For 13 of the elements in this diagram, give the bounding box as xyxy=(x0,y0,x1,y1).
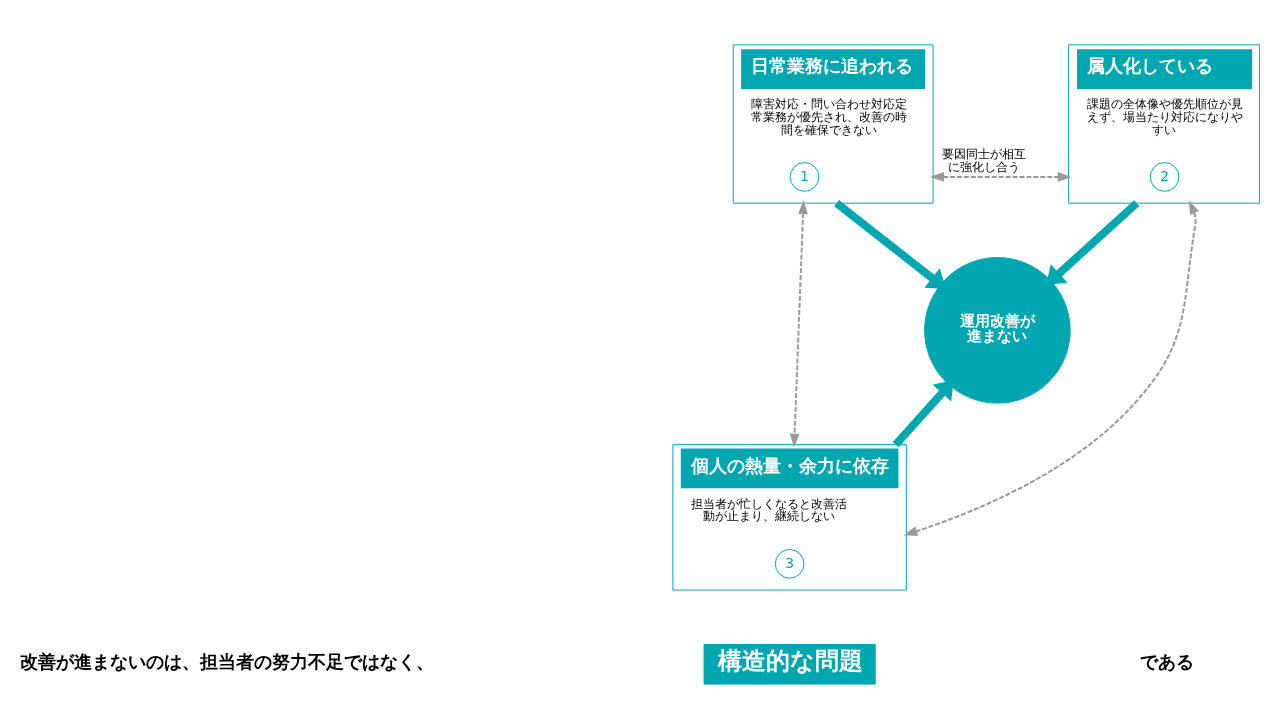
arrow xyxy=(789,199,808,448)
arrow xyxy=(903,199,1199,536)
label: である xyxy=(1140,650,1195,672)
node-box: 構造的な問題 xyxy=(703,643,876,685)
label: 改善が進まないのは、担当者の努力不足ではなく、 xyxy=(20,650,435,672)
node-circle: 2 xyxy=(1149,161,1180,192)
arrow xyxy=(892,379,954,447)
arrow xyxy=(834,199,946,289)
node-circle: 3 xyxy=(774,548,805,579)
node-circle: 1 xyxy=(789,161,820,192)
arrow xyxy=(930,171,1072,182)
arrow xyxy=(1045,199,1140,285)
edge-label: 要因同士が相互に強化し合う xyxy=(942,146,1027,174)
